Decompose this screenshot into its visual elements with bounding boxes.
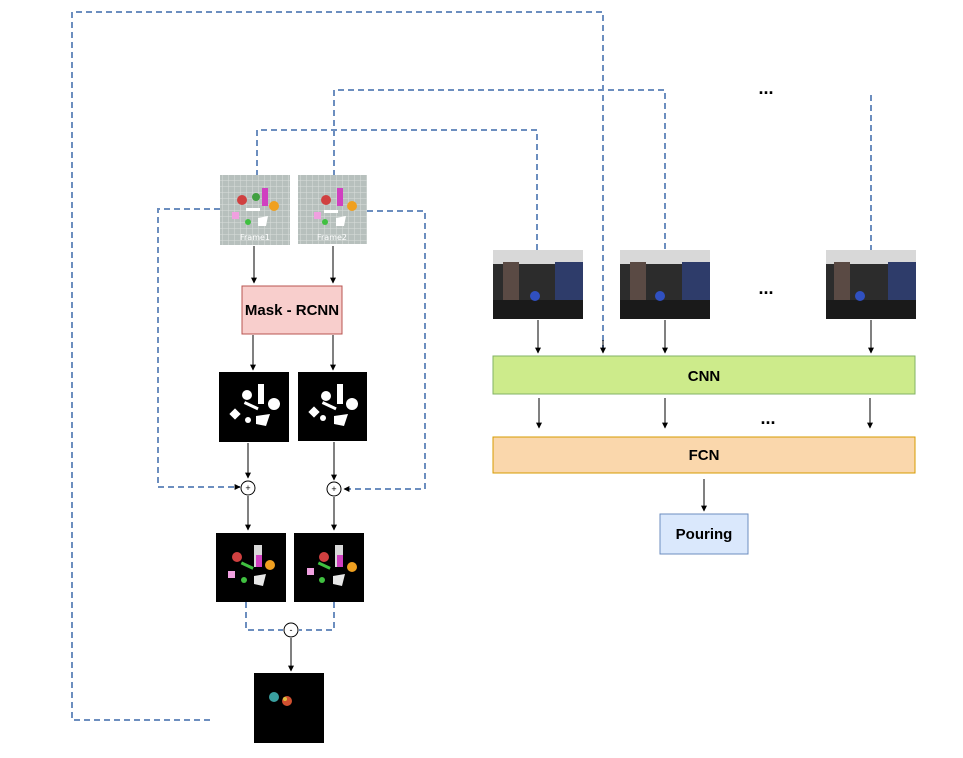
cnn-box: CNN <box>492 355 916 395</box>
frame1-image: Frame1 <box>220 175 290 245</box>
video-frame-2 <box>620 250 710 319</box>
video-frame-1 <box>493 250 583 319</box>
fcn-box: FCN <box>492 436 916 474</box>
ellipsis-top: ... <box>758 78 773 98</box>
minus-sign: - <box>290 625 293 635</box>
dashed-connectors <box>71 11 872 721</box>
binary-mask-1 <box>219 372 289 442</box>
ellipsis-frames: ... <box>758 278 773 298</box>
frame2-link-line <box>333 89 666 250</box>
frame1-link-line <box>256 129 538 250</box>
binary-mask-2 <box>298 372 367 441</box>
fcn-label: FCN <box>689 447 720 464</box>
pouring-box: Pouring <box>659 513 749 555</box>
plus-sign-1: + <box>245 483 250 493</box>
ellipsis-fcn: ... <box>760 408 775 428</box>
minus-operator: - <box>283 622 299 638</box>
mask-rcnn-box: Mask - RCNN <box>241 285 343 335</box>
frame2-label: Frame2 <box>317 233 347 242</box>
feedback-loop-line <box>71 11 604 721</box>
sub-right-line <box>299 602 335 631</box>
sub-left-line <box>245 602 283 631</box>
frame1-label: Frame1 <box>240 233 270 242</box>
plus-operator-2: + <box>326 481 342 497</box>
difference-image <box>254 673 324 743</box>
frame2-image: Frame2 <box>298 175 367 244</box>
frame1-skip-line <box>157 208 240 488</box>
plus-operator-1: + <box>240 480 256 496</box>
pouring-label: Pouring <box>676 526 733 543</box>
plus-sign-2: + <box>331 484 336 494</box>
frame2-skip-line <box>344 210 426 490</box>
masked-image-1 <box>216 533 286 602</box>
cnn-label: CNN <box>688 368 721 385</box>
video-frame-n <box>826 250 916 319</box>
masked-image-2 <box>294 533 364 602</box>
mask-rcnn-label: Mask - RCNN <box>245 302 339 319</box>
